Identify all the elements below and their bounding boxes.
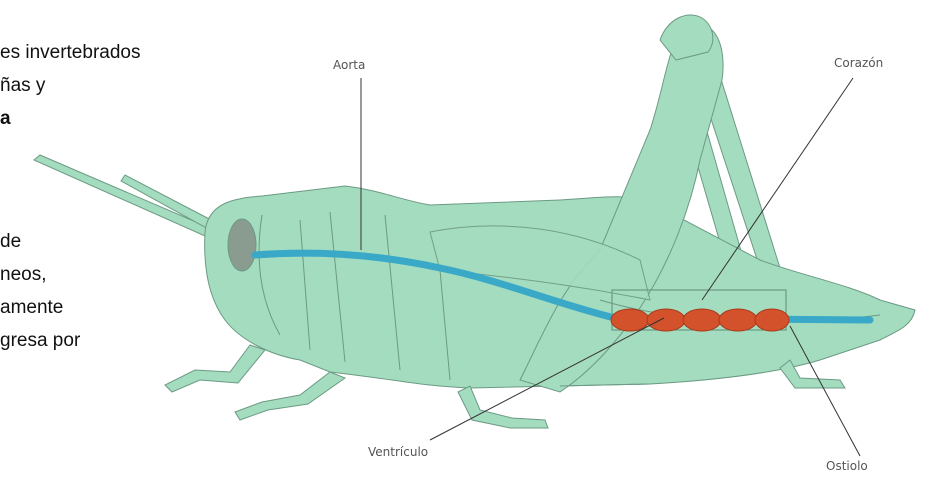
label-heart: Corazón — [834, 56, 883, 70]
label-ventricle: Ventrículo — [368, 445, 428, 459]
label-aorta: Aorta — [333, 58, 365, 72]
label-ostiole: Ostiolo — [826, 459, 868, 473]
grasshopper-body — [34, 15, 915, 428]
